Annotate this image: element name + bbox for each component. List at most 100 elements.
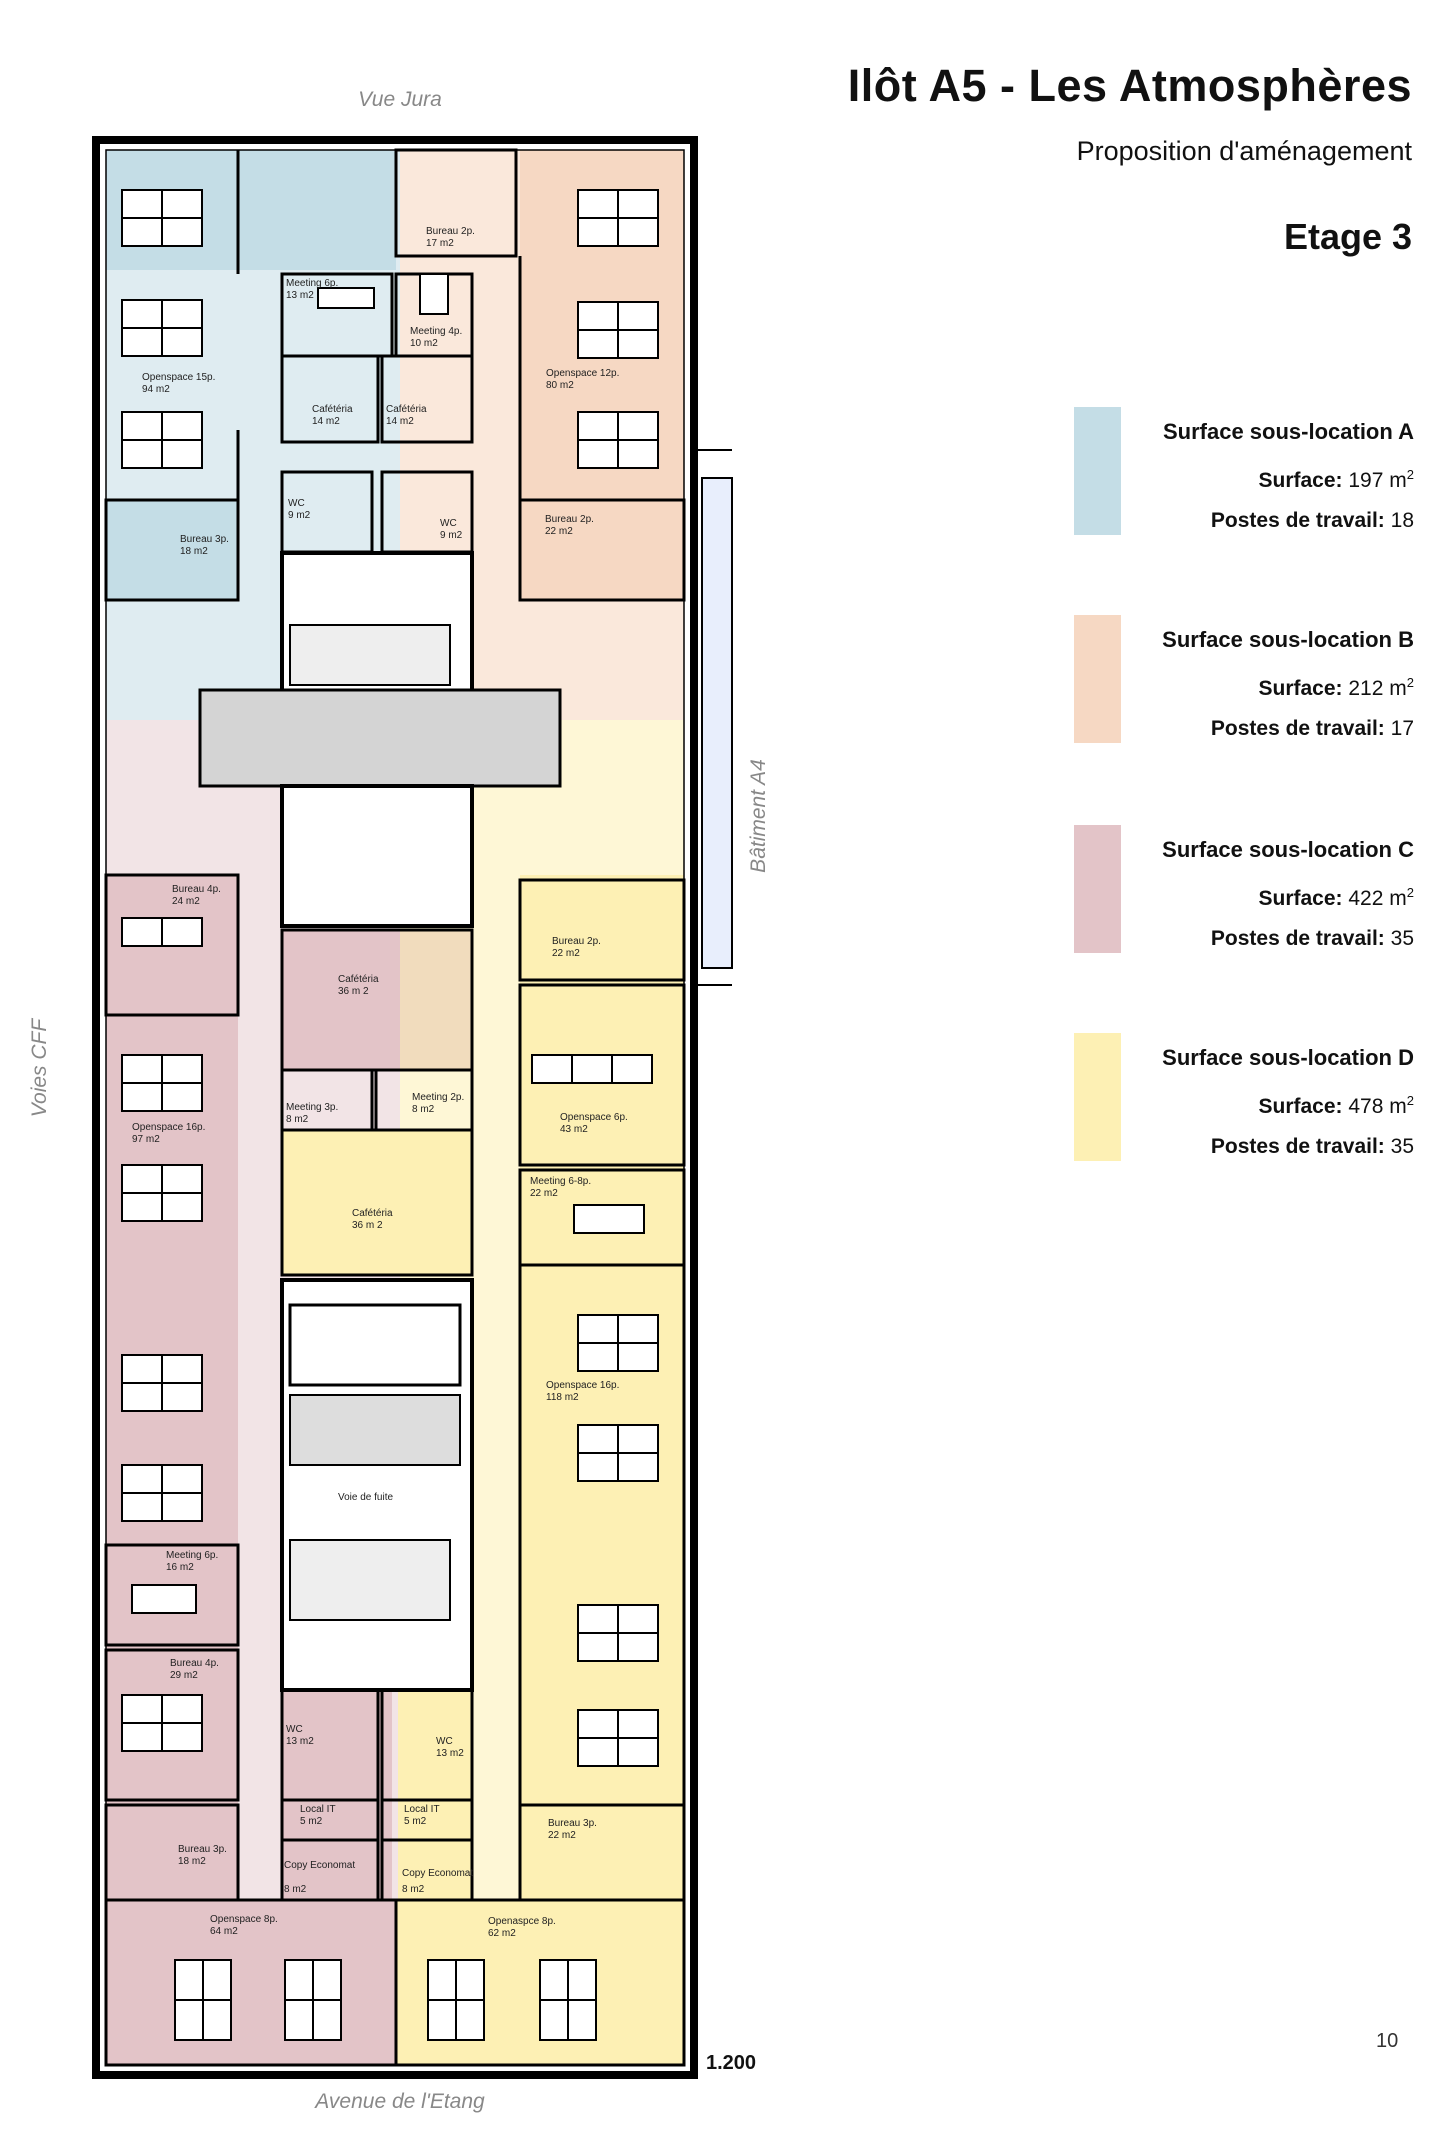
room-label: Copy Economat (402, 1868, 473, 1879)
room-area: 24 m2 (172, 896, 200, 907)
room-label: Meeting 6p. (286, 278, 338, 289)
room-label: Openspace 15p. (142, 372, 215, 383)
room-area: 8 m2 (412, 1104, 435, 1115)
room-area: 62 m2 (488, 1928, 516, 1939)
room-area: 5 m2 (404, 1816, 427, 1827)
room-area: 118 m2 (546, 1392, 579, 1403)
room-area: 9 m2 (440, 530, 463, 541)
legend-swatch-d (1074, 1033, 1121, 1161)
room-area: 22 m2 (552, 948, 580, 959)
page-number: 10 (1376, 2030, 1399, 2052)
room-label: Bureau 4p. (172, 884, 221, 895)
room-area: 13 m2 (286, 1736, 314, 1747)
room-label: Bureau 2p. (552, 936, 601, 947)
legend-surface-d: Surface: 478 m2 (1258, 1093, 1415, 1118)
room-area: 18 m2 (178, 1856, 206, 1867)
room-area: 36 m 2 (352, 1220, 383, 1231)
legend-surface-c: Surface: 422 m2 (1258, 885, 1415, 910)
room-area: 8 m2 (402, 1884, 425, 1895)
room-area: 94 m2 (142, 384, 170, 395)
legend-title-c: Surface sous-location C (1162, 837, 1414, 862)
room-area: 16 m2 (166, 1562, 194, 1573)
room-label: WC (288, 498, 305, 509)
room-label: Cafétéria (352, 1208, 393, 1219)
legend-posts-b: Postes de travail: 17 (1210, 717, 1414, 740)
inner-wall (105, 149, 685, 2066)
room-area: 64 m2 (210, 1926, 238, 1937)
room-label: Voie de fuite (338, 1492, 393, 1503)
legend-title-b: Surface sous-location B (1162, 627, 1414, 652)
legend-posts-d: Postes de travail: 35 (1210, 1135, 1414, 1158)
page-subtitle: Proposition d'aménagement (1076, 136, 1412, 166)
room-area: 13 m2 (436, 1748, 464, 1759)
floor-label: Etage 3 (1283, 216, 1412, 257)
room-label: Cafétéria (386, 404, 427, 415)
room-area: 14 m2 (386, 416, 414, 427)
room-area: 22 m2 (545, 526, 573, 537)
room-area: 10 m2 (410, 338, 438, 349)
east-label: Bâtiment A4 (747, 759, 770, 873)
room-label: Bureau 2p. (545, 514, 594, 525)
room-area: 43 m2 (560, 1124, 588, 1135)
room-label: Local IT (404, 1804, 440, 1815)
room-area: 36 m 2 (338, 986, 369, 997)
room-area: 97 m2 (132, 1134, 160, 1145)
room-label: Bureau 2p. (426, 226, 475, 237)
page-title: Ilôt A5 - Les Atmosphères (847, 60, 1412, 111)
room-area: 13 m2 (286, 290, 314, 301)
legend-swatch-c (1074, 825, 1121, 953)
room-area: 8 m2 (286, 1114, 309, 1125)
room-label: Cafétéria (338, 974, 379, 985)
room-label: Openspace 6p. (560, 1112, 628, 1123)
room-label: Cafétéria (312, 404, 353, 415)
room-label: Local IT (300, 1804, 336, 1815)
room-label: Meeting 6-8p. (530, 1176, 591, 1187)
legend-swatch-a (1074, 407, 1121, 535)
legend-item-a: Surface sous-location A Surface: 197 m2 … (1074, 407, 1414, 537)
room-label: Openspace 12p. (546, 368, 619, 379)
north-label: Vue Jura (358, 88, 442, 111)
room-area: 18 m2 (180, 546, 208, 557)
room-area: 80 m2 (546, 380, 574, 391)
legend-title-d: Surface sous-location D (1162, 1045, 1414, 1070)
room-label: Openspace 8p. (210, 1914, 278, 1925)
furniture (121, 189, 659, 2041)
legend-surface-a: Surface: 197 m2 (1258, 467, 1415, 492)
room-label: Copy Economat (284, 1860, 355, 1871)
room-label: Meeting 6p. (166, 1550, 218, 1561)
room-label: Openspace 16p. (546, 1380, 619, 1391)
room-area: 5 m2 (300, 1816, 323, 1827)
scale-label: 1.200 (706, 2052, 757, 2074)
room-label: Bureau 3p. (180, 534, 229, 545)
legend-posts-c: Postes de travail: 35 (1210, 927, 1414, 950)
outer-wall (92, 136, 698, 2079)
room-label: Meeting 2p. (412, 1092, 464, 1103)
adjacent-building (701, 477, 733, 969)
room-label: Bureau 4p. (170, 1658, 219, 1669)
room-label: Bureau 3p. (178, 1844, 227, 1855)
room-area: 14 m2 (312, 416, 340, 427)
room-area: 17 m2 (426, 238, 454, 249)
room-area: 22 m2 (548, 1830, 576, 1841)
room-label: Bureau 3p. (548, 1818, 597, 1829)
legend-item-c: Surface sous-location C Surface: 422 m2 … (1074, 825, 1414, 955)
south-label: Avenue de l'Etang (315, 2090, 485, 2113)
legend-swatch-b (1074, 615, 1121, 743)
room-label: Meeting 3p. (286, 1102, 338, 1113)
floor-plan: Openspace 15p. 94 m2 Bureau 2p. 17 m2 Me… (92, 136, 733, 2079)
room-label: WC (286, 1724, 303, 1735)
room-area: 22 m2 (530, 1188, 558, 1199)
legend-title-a: Surface sous-location A (1162, 419, 1414, 444)
room-label: WC (440, 518, 457, 529)
room-labels: Openspace 15p. 94 m2 Bureau 2p. 17 m2 Me… (132, 226, 628, 1939)
room-label: Meeting 4p. (410, 326, 462, 337)
room-label: Openaspce 8p. (488, 1916, 556, 1927)
legend-surface-b: Surface: 212 m2 (1258, 675, 1415, 700)
room-area: 29 m2 (170, 1670, 198, 1681)
room-label: WC (436, 1736, 453, 1747)
legend-item-b: Surface sous-location B Surface: 212 m2 … (1074, 615, 1414, 745)
legend-item-d: Surface sous-location D Surface: 478 m2 … (1074, 1033, 1414, 1163)
legend-posts-a: Postes de travail: 18 (1210, 509, 1414, 532)
room-area: 9 m2 (288, 510, 311, 521)
room-label: Openspace 16p. (132, 1122, 205, 1133)
